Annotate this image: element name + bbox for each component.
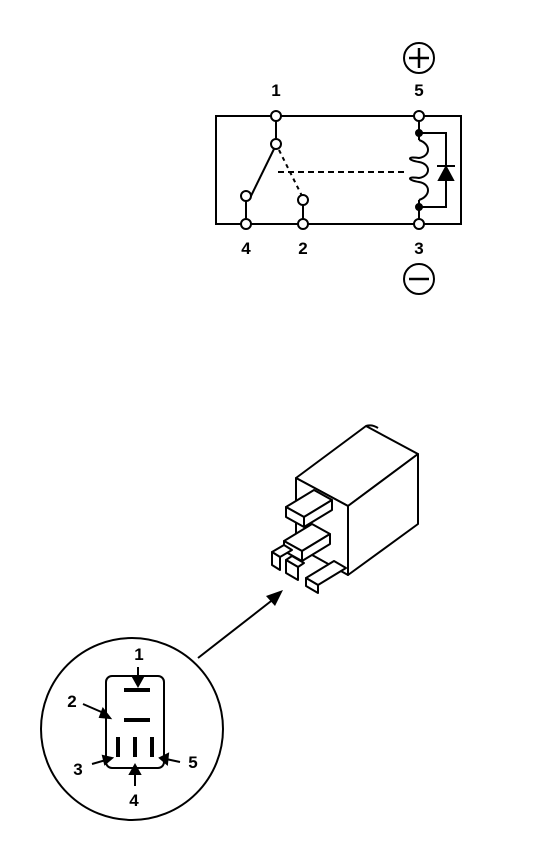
- label-pin-3: 3: [73, 760, 82, 779]
- label-terminal-5: 5: [414, 81, 423, 100]
- terminal-2-node: [297, 218, 309, 230]
- switch-pivot: [270, 138, 282, 150]
- label-terminal-3: 3: [414, 239, 423, 258]
- relay-coil: [409, 139, 429, 201]
- terminal-5-node: [413, 110, 425, 122]
- label-pin-1: 1: [134, 645, 143, 664]
- label-terminal-1: 1: [271, 81, 280, 100]
- switch-blade: [249, 148, 275, 199]
- relay-schematic: [215, 42, 462, 295]
- diode-icon: [437, 164, 455, 181]
- contact-4: [240, 190, 252, 202]
- relay-body-icon: [271, 424, 419, 594]
- diode-loop: [419, 132, 447, 208]
- plus-circle-icon: [403, 42, 435, 74]
- minus-circle-icon: [403, 263, 435, 295]
- label-pin-5: 5: [188, 753, 197, 772]
- label-pin-2: 2: [67, 692, 76, 711]
- magnifier-circle-icon: [40, 637, 224, 821]
- relay-box: [215, 115, 462, 225]
- terminal-4-node: [240, 218, 252, 230]
- label-terminal-2: 2: [298, 239, 307, 258]
- label-pin-4: 4: [129, 791, 139, 810]
- terminal-3-node: [413, 218, 425, 230]
- pointer-arrow-icon: [197, 590, 283, 659]
- label-terminal-4: 4: [241, 239, 251, 258]
- contact-2: [297, 194, 309, 206]
- terminal-1-node: [270, 110, 282, 122]
